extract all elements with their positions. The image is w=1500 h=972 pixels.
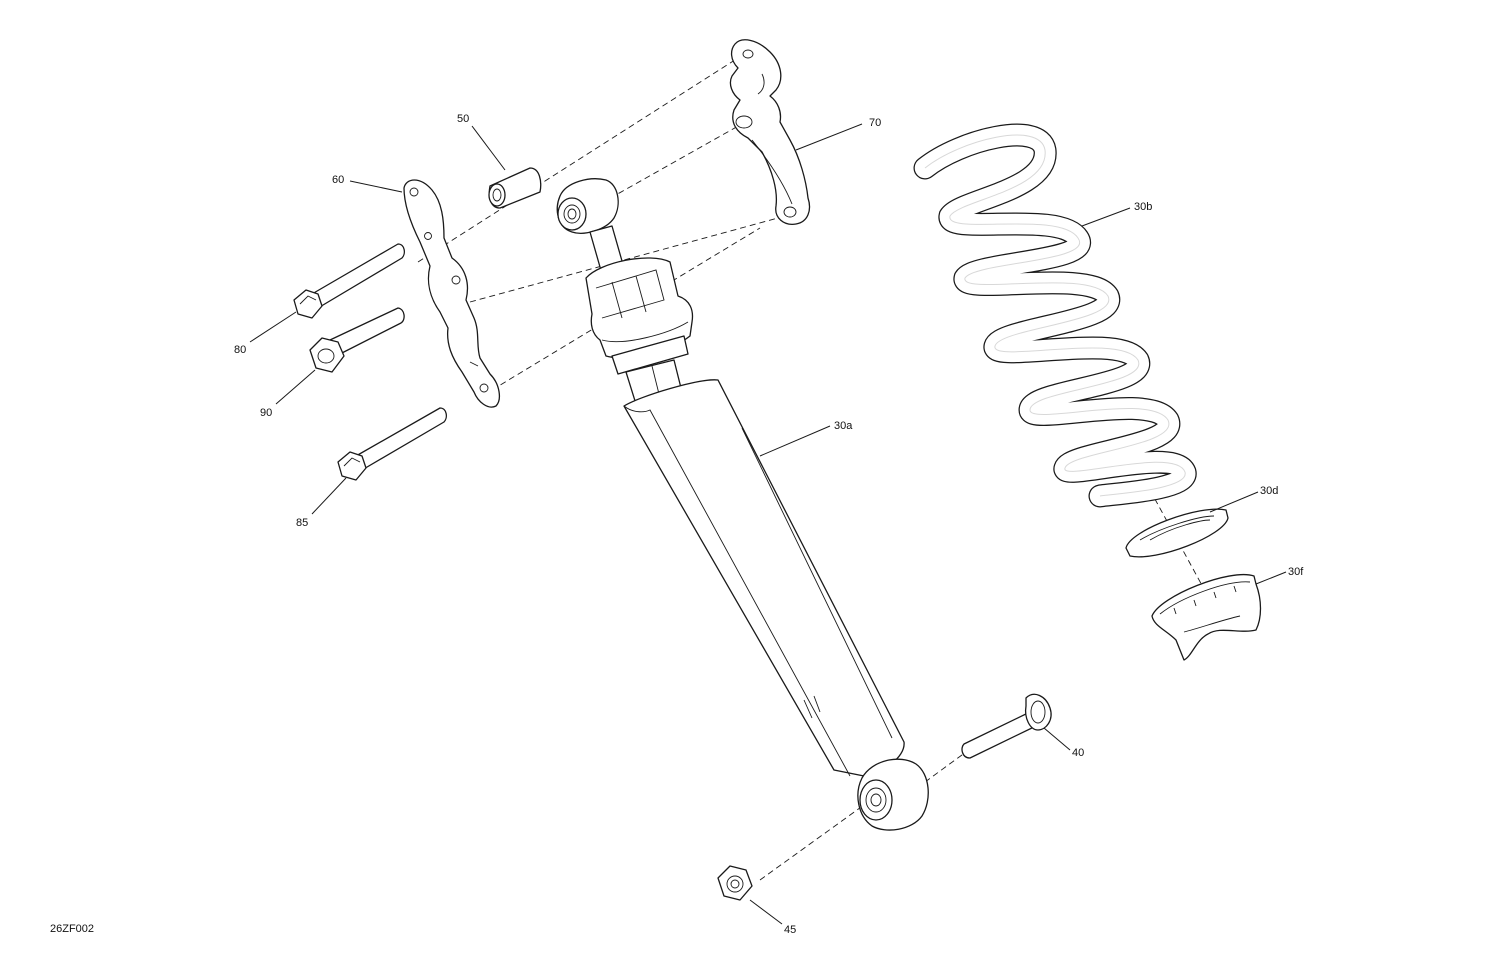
shock-absorber-30a [556,178,929,831]
callout-40: 40 [1072,747,1084,759]
coil-spring-30b [913,123,1197,508]
bolt-80 [293,243,405,319]
bolt-90 [309,307,405,373]
bolt-40 [961,693,1052,759]
spring-seat-30d [1125,508,1229,558]
callout-30f: 30f [1288,566,1304,578]
callout-30d: 30d [1260,485,1278,497]
bolt-85 [337,407,447,481]
callout-30b: 30b [1134,201,1152,213]
leader-lines [249,123,1287,925]
callout-70: 70 [869,117,881,129]
lower-seat-30f [1151,574,1262,661]
nut-45 [717,865,753,901]
spacer-50 [488,167,542,209]
drawing-code: 26ZF002 [50,923,94,935]
rocker-arm-70 [729,39,811,225]
callout-85: 85 [296,517,308,529]
callout-labels: 50 60 70 80 90 85 30a 30b 30d 30f 40 45 … [50,113,1304,936]
callout-90: 90 [260,407,272,419]
callout-80: 80 [234,344,246,356]
callout-50: 50 [457,113,469,125]
callout-30a: 30a [834,420,853,432]
callout-60: 60 [332,174,344,186]
callout-45: 45 [784,924,796,936]
bracket-plate-60 [403,179,501,408]
